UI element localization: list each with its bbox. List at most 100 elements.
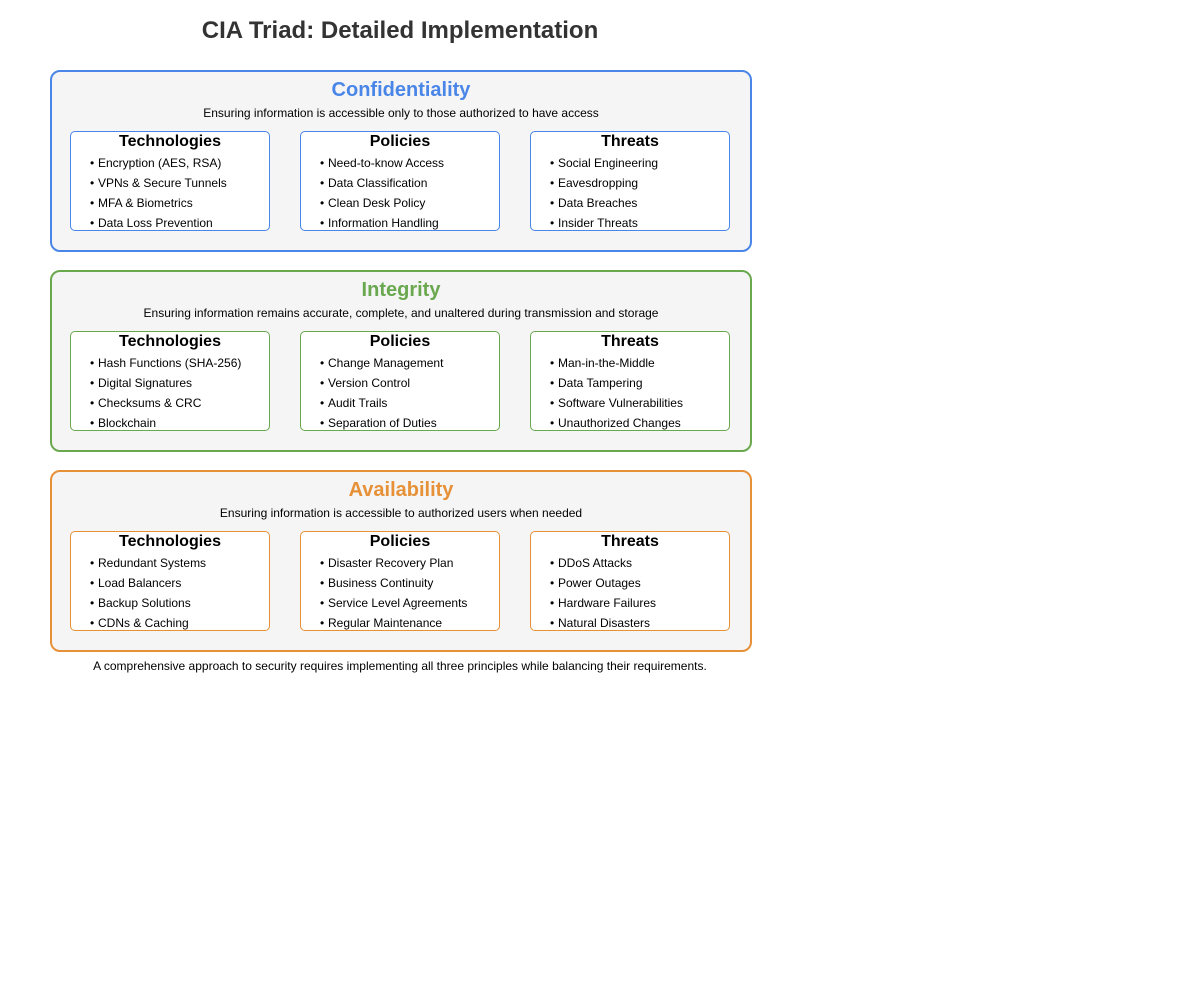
page-title: CIA Triad: Detailed Implementation [201, 17, 599, 44]
list-item: •Software Vulnerabilities [550, 393, 683, 413]
list-item: •Social Engineering [550, 153, 658, 173]
card-technologies: Technologies •Encryption (AES, RSA) •VPN… [70, 131, 270, 231]
card-title: Threats [601, 333, 659, 350]
card-policies: Policies •Need-to-know Access •Data Clas… [300, 131, 500, 231]
list-item: •Blockchain [90, 413, 241, 433]
card-technologies: Technologies •Hash Functions (SHA-256) •… [70, 331, 270, 431]
bullet-icon: • [320, 416, 325, 430]
bullet-icon: • [320, 156, 325, 170]
list-item: •Eavesdropping [550, 173, 658, 193]
card-list: •Disaster Recovery Plan •Business Contin… [320, 553, 467, 633]
bullet-icon: • [550, 156, 555, 170]
list-item: •Separation of Duties [320, 413, 443, 433]
list-item: •Natural Disasters [550, 613, 656, 633]
card-title: Technologies [119, 533, 221, 550]
list-item: •CDNs & Caching [90, 613, 206, 633]
section-description: Ensuring information is accessible only … [203, 106, 599, 120]
list-item: •Redundant Systems [90, 553, 206, 573]
bullet-icon: • [550, 196, 555, 210]
list-item: •VPNs & Secure Tunnels [90, 173, 227, 193]
bullet-icon: • [320, 196, 325, 210]
footer-note: A comprehensive approach to security req… [93, 659, 707, 673]
section-description: Ensuring information remains accurate, c… [143, 306, 659, 320]
card-list: •DDoS Attacks •Power Outages •Hardware F… [550, 553, 656, 633]
bullet-icon: • [90, 196, 95, 210]
card-policies: Policies •Change Management •Version Con… [300, 331, 500, 431]
list-item: •MFA & Biometrics [90, 193, 227, 213]
section-integrity: Integrity Ensuring information remains a… [50, 270, 752, 452]
bullet-icon: • [90, 356, 95, 370]
list-item: •Information Handling [320, 213, 444, 233]
card-title: Technologies [119, 133, 221, 150]
bullet-icon: • [90, 156, 95, 170]
bullet-icon: • [550, 396, 555, 410]
list-item: •Hash Functions (SHA-256) [90, 353, 241, 373]
section-availability: Availability Ensuring information is acc… [50, 470, 752, 652]
card-list: •Man-in-the-Middle •Data Tampering •Soft… [550, 353, 683, 433]
bullet-icon: • [320, 396, 325, 410]
bullet-icon: • [320, 356, 325, 370]
list-item: •Man-in-the-Middle [550, 353, 683, 373]
list-item: •Version Control [320, 373, 443, 393]
card-title: Threats [601, 533, 659, 550]
list-item: •Digital Signatures [90, 373, 241, 393]
bullet-icon: • [550, 596, 555, 610]
list-item: •Need-to-know Access [320, 153, 444, 173]
bullet-icon: • [320, 596, 325, 610]
section-title: Availability [348, 479, 454, 501]
bullet-icon: • [550, 376, 555, 390]
list-item: •DDoS Attacks [550, 553, 656, 573]
card-list: •Encryption (AES, RSA) •VPNs & Secure Tu… [90, 153, 227, 233]
bullet-icon: • [550, 416, 555, 430]
section-confidentiality: Confidentiality Ensuring information is … [50, 70, 752, 252]
list-item: •Backup Solutions [90, 593, 206, 613]
list-item: •Data Loss Prevention [90, 213, 227, 233]
cia-sections: Confidentiality Ensuring information is … [0, 0, 800, 700]
bullet-icon: • [550, 576, 555, 590]
bullet-icon: • [550, 176, 555, 190]
bullet-icon: • [550, 356, 555, 370]
list-item: •Service Level Agreements [320, 593, 467, 613]
bullet-icon: • [320, 576, 325, 590]
list-item: •Hardware Failures [550, 593, 656, 613]
list-item: •Unauthorized Changes [550, 413, 683, 433]
bullet-icon: • [90, 556, 95, 570]
bullet-icon: • [550, 216, 555, 230]
bullet-icon: • [90, 616, 95, 630]
bullet-icon: • [550, 616, 555, 630]
card-title: Technologies [119, 333, 221, 350]
card-policies: Policies •Disaster Recovery Plan •Busine… [300, 531, 500, 631]
list-item: •Change Management [320, 353, 443, 373]
card-threats: Threats •DDoS Attacks •Power Outages •Ha… [530, 531, 730, 631]
list-item: •Checksums & CRC [90, 393, 241, 413]
bullet-icon: • [320, 616, 325, 630]
section-title: Confidentiality [331, 79, 471, 101]
bullet-icon: • [320, 176, 325, 190]
card-threats: Threats •Man-in-the-Middle •Data Tamperi… [530, 331, 730, 431]
card-title: Policies [369, 133, 431, 150]
card-list: •Need-to-know Access •Data Classificatio… [320, 153, 444, 233]
bullet-icon: • [90, 416, 95, 430]
bullet-icon: • [90, 396, 95, 410]
card-title: Policies [369, 333, 431, 350]
bullet-icon: • [320, 216, 325, 230]
list-item: •Data Classification [320, 173, 444, 193]
list-item: •Data Breaches [550, 193, 658, 213]
card-list: •Redundant Systems •Load Balancers •Back… [90, 553, 206, 633]
bullet-icon: • [90, 216, 95, 230]
bullet-icon: • [320, 376, 325, 390]
bullet-icon: • [550, 556, 555, 570]
section-title: Integrity [361, 279, 441, 301]
bullet-icon: • [90, 176, 95, 190]
card-list: •Change Management •Version Control •Aud… [320, 353, 443, 433]
list-item: •Load Balancers [90, 573, 206, 593]
card-list: •Hash Functions (SHA-256) •Digital Signa… [90, 353, 241, 433]
card-title: Threats [601, 133, 659, 150]
list-item: •Insider Threats [550, 213, 658, 233]
bullet-icon: • [90, 576, 95, 590]
list-item: •Regular Maintenance [320, 613, 467, 633]
list-item: •Audit Trails [320, 393, 443, 413]
list-item: •Clean Desk Policy [320, 193, 444, 213]
card-list: •Social Engineering •Eavesdropping •Data… [550, 153, 658, 233]
section-description: Ensuring information is accessible to au… [219, 506, 583, 520]
